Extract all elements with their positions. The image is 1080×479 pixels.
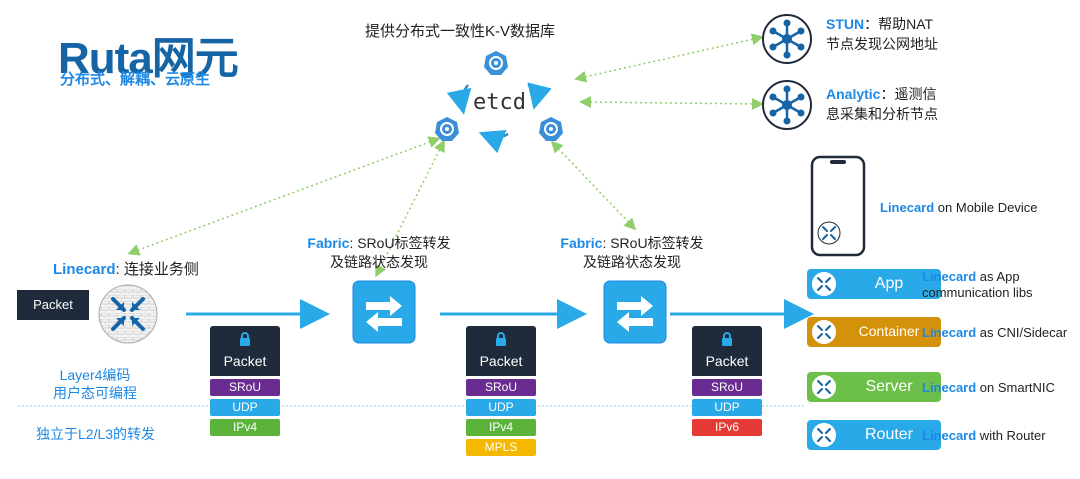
independent-forwarding-label: 独立于L2/L3的转发 xyxy=(36,426,156,442)
layer-udp: UDP xyxy=(210,399,280,416)
endpoint-container: Container xyxy=(807,317,941,347)
layer4-label: Layer4编码 用户态可编程 xyxy=(53,367,137,401)
packet-header: Packet xyxy=(210,326,280,376)
layer-srou: SRoU xyxy=(466,379,536,396)
layer-udp: UDP xyxy=(466,399,536,416)
analytic-description: Analytic：遥测信 息采集和分析节点 xyxy=(826,86,938,122)
link-etcd-fabric2 xyxy=(550,140,637,231)
kubernetes-icon xyxy=(435,117,459,141)
endpoint-router: Router xyxy=(807,420,941,450)
fabric-switch-icon xyxy=(603,280,667,344)
etcd-caption: 提供分布式一致性K-V数据库 xyxy=(364,23,555,40)
brand-subtitle: 分布式、解耦、云原生 xyxy=(60,71,211,88)
linecard-router-icon xyxy=(812,375,836,399)
link-etcd-fabric1 xyxy=(375,139,445,278)
fabric-switch-icon xyxy=(352,280,416,344)
packet-header: Packet xyxy=(466,326,536,376)
linecard-router-icon xyxy=(812,423,836,447)
packet-header: Packet xyxy=(692,326,762,376)
mobile-phone-icon xyxy=(810,155,866,257)
layer-udp: UDP xyxy=(692,399,762,416)
layer-srou: SRoU xyxy=(692,379,762,396)
fabric2-label: Fabric: SRoU标签转发 及链路状态发现 xyxy=(560,235,704,270)
brand-title: Ruta网元 xyxy=(58,34,239,83)
layer-ipv4: IPv4 xyxy=(210,419,280,436)
etcd-cycle-arrow xyxy=(446,84,472,115)
app-linecard-text: Linecard as App communication libs xyxy=(922,269,1033,300)
hub-network-icon xyxy=(762,80,812,130)
layer-ipv4: IPv4 xyxy=(466,419,536,436)
server-linecard-text: Linecard on SmartNIC xyxy=(922,380,1055,395)
lock-icon xyxy=(496,332,506,346)
etcd-cycle-arrow xyxy=(527,82,552,110)
packet-stack-1: Packet SRoU UDP IPv4 xyxy=(210,326,280,436)
lock-icon xyxy=(240,332,250,346)
endpoint-server: Server xyxy=(807,372,941,402)
layer-ipv6: IPv6 xyxy=(692,419,762,436)
linecard-router-icon xyxy=(812,320,836,344)
packet-stack-2: Packet SRoU UDP IPv4 MPLS xyxy=(466,326,536,456)
link-etcd-analytic xyxy=(579,96,764,110)
linecard-label: Linecard: 连接业务侧 xyxy=(53,261,199,278)
endpoint-app: App xyxy=(807,269,941,299)
etcd-cycle-arrow xyxy=(478,129,509,154)
kubernetes-icon xyxy=(484,51,508,75)
fabric1-label: Fabric: SRoU标签转发 及链路状态发现 xyxy=(307,235,451,270)
etcd-label: etcd xyxy=(473,90,526,115)
kubernetes-icon xyxy=(539,117,563,141)
container-linecard-text: Linecard as CNI/Sidecar xyxy=(922,325,1068,340)
packet-source: Packet xyxy=(17,290,89,320)
linecard-router-icon xyxy=(98,284,158,344)
linecard-router-icon xyxy=(812,272,836,296)
mobile-linecard-text: Linecard on Mobile Device xyxy=(880,200,1038,215)
hub-network-icon xyxy=(762,14,812,64)
router-linecard-text: Linecard with Router xyxy=(922,428,1046,443)
packet-stack-3: Packet SRoU UDP IPv6 xyxy=(692,326,762,436)
stun-name: STUN xyxy=(826,16,865,32)
stun-description: STUN：帮助NAT 节点发现公网地址 xyxy=(826,16,938,52)
analytic-name: Analytic xyxy=(826,86,881,102)
lock-icon xyxy=(722,332,732,346)
link-etcd-stun xyxy=(574,33,764,83)
link-etcd-linecard xyxy=(127,136,441,256)
layer-srou: SRoU xyxy=(210,379,280,396)
layer-mpls: MPLS xyxy=(466,439,536,456)
